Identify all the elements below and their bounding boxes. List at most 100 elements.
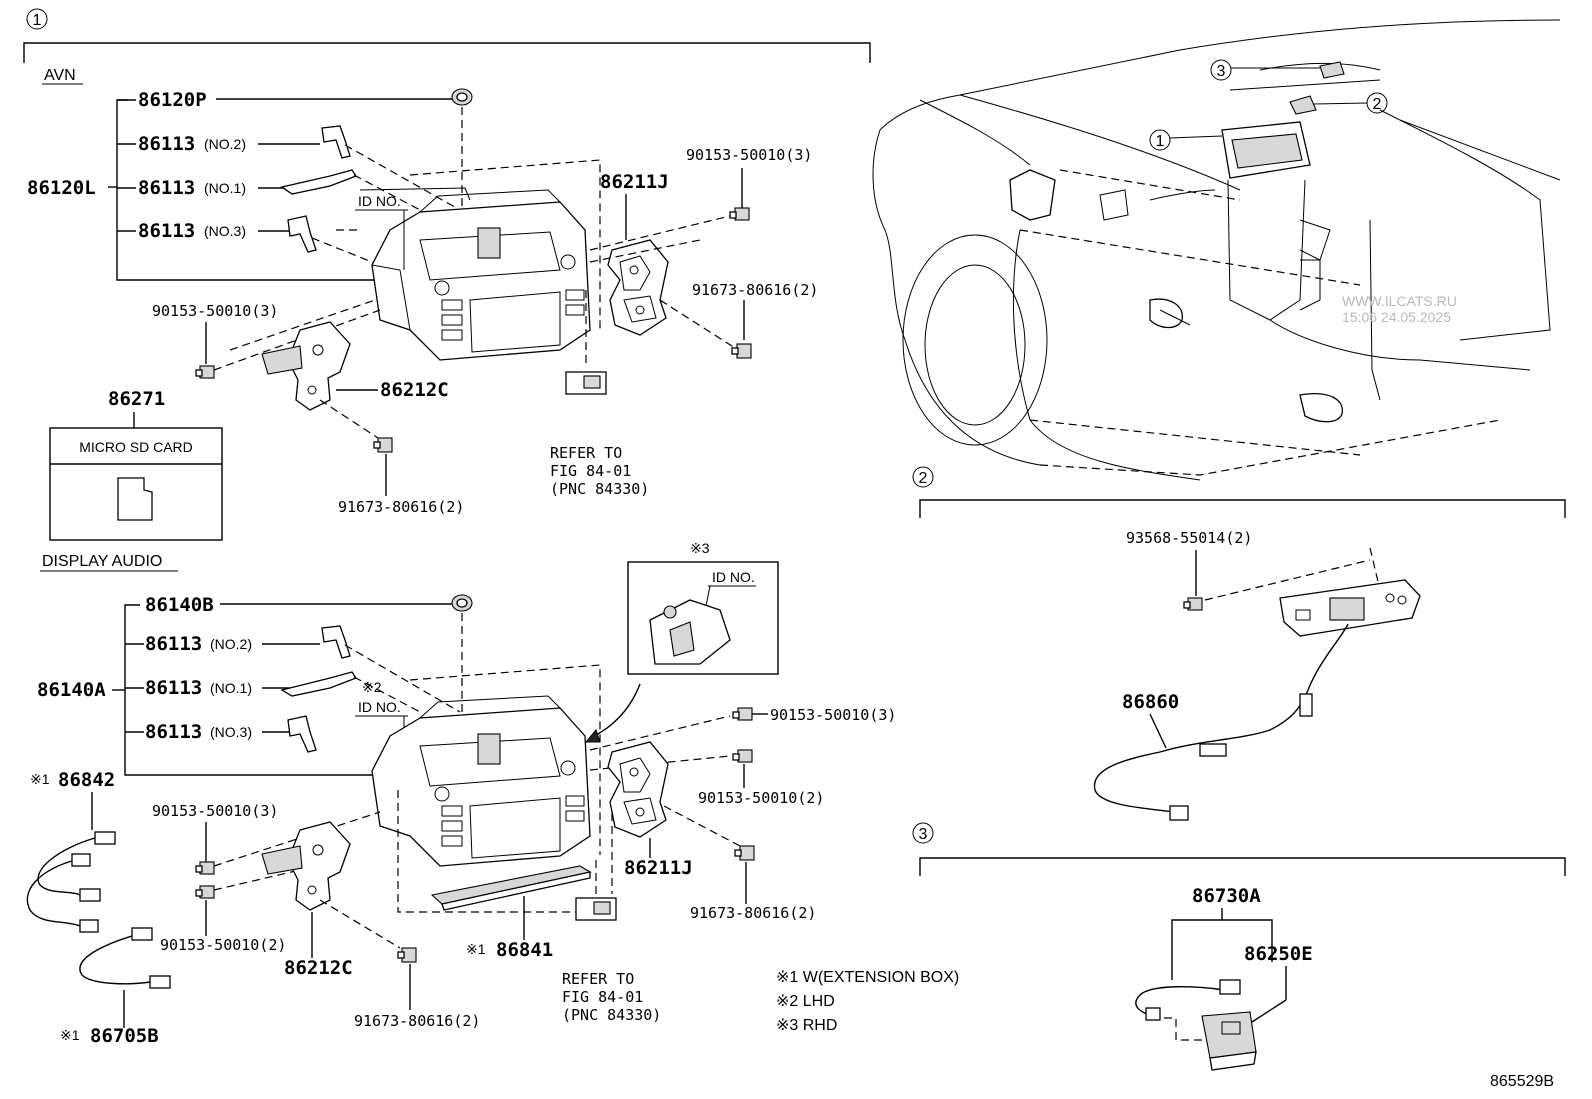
part-86140B: 86140B <box>145 594 214 616</box>
screw-avn-bottom: 91673-80616(2) <box>338 498 464 516</box>
vehicle-callout-2: 2 <box>1373 96 1382 113</box>
part-86113-no1-da: 86113 <box>145 677 202 699</box>
screw-avn-right-icon <box>731 343 752 359</box>
screw-da-right: 91673-80616(2) <box>690 904 816 922</box>
screw-da-right-icon <box>734 845 755 861</box>
part-86730A: 86730A <box>1192 885 1261 907</box>
part-86113-no2: 86113 <box>138 133 195 155</box>
switch-icon-da <box>575 897 617 921</box>
screw-da-bottom: 91673-80616(2) <box>354 1012 480 1030</box>
part-86250E: 86250E <box>1244 943 1313 965</box>
part-86271: 86271 <box>108 388 165 410</box>
part-86212C-avn: 86212C <box>380 379 449 401</box>
screw-da-r1: 90153-50010(3) <box>770 706 896 724</box>
label-no1: (NO.1) <box>204 180 246 196</box>
inset-rhd-box: ID NO. <box>627 561 779 675</box>
da-mark-2: ※2 <box>362 679 382 695</box>
screw-da-left1: 90153-50010(3) <box>152 802 278 820</box>
vehicle-callout-1: 1 <box>1156 133 1165 150</box>
part-86113-no1: 86113 <box>138 177 195 199</box>
inset-mark-3: ※3 <box>690 540 710 556</box>
screw-da-r1-icon <box>732 707 753 721</box>
screw-93568: 93568-55014(2) <box>1126 529 1252 547</box>
da-header: DISPLAY AUDIO <box>42 553 162 570</box>
clip-no2-da-icon <box>321 625 351 659</box>
part-86212C-da: 86212C <box>284 957 353 979</box>
watermark-time: 15:06 24.05.2025 <box>1342 309 1451 325</box>
screw-da-left1-icon <box>195 861 215 875</box>
label-no3: (NO.3) <box>204 223 246 239</box>
screw-93568-icon <box>1183 597 1203 611</box>
knob-icon <box>451 88 473 106</box>
antenna-bracket-icon <box>1279 579 1421 637</box>
avn-group: AVN 86120P 86120L 86113 (NO.2) 86113 (NO… <box>27 67 818 541</box>
part-86211J-avn: 86211J <box>600 171 669 193</box>
section-3-number: 3 <box>919 826 928 843</box>
part-86113-no2-da: 86113 <box>145 633 202 655</box>
screw-avn-top-icon <box>729 207 750 221</box>
part-86705B: 86705B <box>90 1025 159 1047</box>
part-86140A: 86140A <box>37 679 106 701</box>
knob-icon-da <box>451 594 473 612</box>
watermark-site: WWW.ILCATS.RU <box>1342 293 1457 309</box>
part-86841: 86841 <box>496 939 553 961</box>
da-id-no: ID NO. <box>358 699 401 715</box>
screw-avn-bottom-icon <box>373 437 393 453</box>
section-1-frame: 1 <box>23 8 871 63</box>
avn-head-unit <box>359 187 591 361</box>
screw-avn-right: 91673-80616(2) <box>692 281 818 299</box>
display-audio-group: DISPLAY AUDIO 86140B 86140A 86113 (NO.2)… <box>26 540 959 1047</box>
bracket-left-avn <box>261 321 351 411</box>
clip-no2-icon <box>321 125 351 159</box>
da-refer-1: REFER TO <box>562 970 634 988</box>
vehicle-illustration: 1 2 3 WWW.ILCATS.RU 15:06 24.05.2025 <box>872 19 1561 481</box>
part-86211J-da: 86211J <box>624 857 693 879</box>
cable-86860-icon <box>1093 623 1349 821</box>
clip-no1-icon <box>280 169 357 195</box>
part-86860: 86860 <box>1122 691 1179 713</box>
sd-card-label: MICRO SD CARD <box>79 439 193 455</box>
cable-86842-icon <box>26 831 116 933</box>
inset-id-no: ID NO. <box>712 569 755 585</box>
clip-no3-icon <box>287 215 317 253</box>
screw-avn-left-icon <box>195 365 215 379</box>
module-86250E-icon <box>1201 1011 1257 1071</box>
cable-86730A-icon <box>1135 979 1241 1021</box>
clip-no1-da-icon <box>280 671 357 697</box>
legend-1: ※1 W(EXTENSION BOX) <box>776 969 959 986</box>
screw-da-left2: 90153-50010(2) <box>160 936 286 954</box>
screw-da-bottom-icon <box>397 947 417 963</box>
part-86842: 86842 <box>58 769 115 791</box>
da-refer-2: FIG 84-01 <box>562 988 643 1006</box>
avn-header: AVN <box>44 67 76 84</box>
avn-refer-3: (PNC 84330) <box>550 480 649 498</box>
screw-da-r2: 90153-50010(2) <box>698 789 824 807</box>
label-no1-da: (NO.1) <box>210 680 252 696</box>
bracket-right-avn <box>607 239 669 336</box>
part-86113-no3-da: 86113 <box>145 721 202 743</box>
section-2-number: 2 <box>919 470 928 487</box>
part-86120L: 86120L <box>27 177 96 199</box>
screw-avn-left: 90153-50010(3) <box>152 302 278 320</box>
switch-icon-avn <box>565 371 607 395</box>
avn-refer-1: REFER TO <box>550 444 622 462</box>
clip-no3-da-icon <box>287 715 317 753</box>
mark-1c: ※1 <box>466 941 486 957</box>
sd-card-box: MICRO SD CARD <box>49 427 223 541</box>
part-86113-no3: 86113 <box>138 220 195 242</box>
extension-box-86841-icon <box>430 865 592 911</box>
da-refer-3: (PNC 84330) <box>562 1006 661 1024</box>
bracket-left-da <box>261 821 351 911</box>
screw-avn-top: 90153-50010(3) <box>686 146 812 164</box>
screw-da-r2-icon <box>732 749 753 763</box>
screw-da-left2-icon <box>195 885 215 899</box>
label-no2: (NO.2) <box>204 136 246 152</box>
label-no3-da: (NO.3) <box>210 724 252 740</box>
bracket-right-da <box>607 741 669 838</box>
legend-3: ※3 RHD <box>776 1017 837 1034</box>
vehicle-callout-3: 3 <box>1217 63 1226 80</box>
figure-id: 865529B <box>1490 1073 1554 1090</box>
section-1-number: 1 <box>33 12 42 29</box>
